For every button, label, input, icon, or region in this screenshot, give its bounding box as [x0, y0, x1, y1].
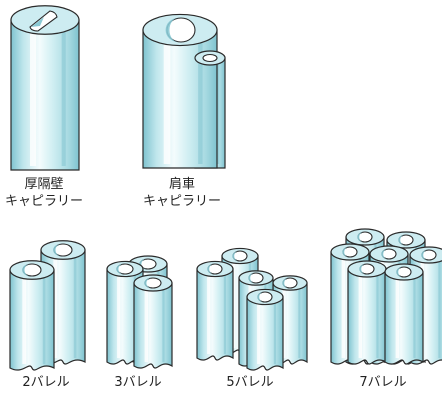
bore-shadow — [207, 264, 214, 274]
2-barrel-illustration — [9, 240, 86, 371]
7-barrel-illustration — [330, 228, 442, 365]
bore-opening — [202, 53, 218, 63]
tube-body — [246, 296, 284, 371]
tube-body — [196, 268, 234, 361]
label-line: 7バレル — [359, 375, 407, 390]
label-line: 3バレル — [114, 375, 162, 390]
bore-shadow — [421, 250, 428, 260]
label-thick-wall-capillary: 厚隔壁 キャピラリー — [0, 176, 88, 210]
bore-shadow — [357, 232, 364, 242]
bore-shadow — [396, 267, 403, 277]
bore-shadow — [342, 247, 349, 257]
bore-shadow — [248, 273, 255, 283]
label-line: 2バレル — [22, 375, 70, 390]
label-line: 厚隔壁 — [24, 177, 64, 192]
label-3-barrel: 3バレル — [98, 374, 178, 391]
label-line: キャピラリー — [142, 194, 221, 209]
bore-shadow — [22, 264, 31, 276]
bore-shadow — [165, 18, 179, 42]
bore-shadow — [359, 264, 366, 274]
bore-shadow — [398, 235, 405, 245]
tube-body — [384, 271, 424, 365]
label-shoulder-capillary: 肩車 キャピラリー — [138, 176, 226, 210]
tube-body — [9, 269, 55, 371]
thick-wall-capillary-illustration — [10, 5, 80, 171]
label-7-barrel: 7バレル — [338, 374, 428, 391]
label-2-barrel: 2バレル — [6, 374, 86, 391]
label-line: キャピラリー — [4, 194, 83, 209]
bore-shadow — [116, 264, 124, 274]
bore-shadow — [257, 292, 264, 302]
tube-body — [10, 19, 80, 171]
bore-shadow — [381, 249, 388, 259]
tube-body — [133, 282, 173, 369]
label-5-barrel: 5バレル — [200, 374, 300, 391]
shoulder-capillary-illustration — [142, 13, 226, 169]
bore-shadow — [144, 278, 152, 288]
label-line: 肩車 — [168, 177, 195, 192]
bore-shadow — [282, 278, 289, 288]
bore-shadow — [31, 17, 44, 27]
tube-body — [347, 268, 387, 365]
bore-shadow — [232, 251, 239, 261]
5-barrel-illustration — [196, 247, 308, 371]
bore-shadow — [53, 244, 62, 256]
3-barrel-illustration — [106, 255, 173, 369]
label-line: 5バレル — [226, 375, 274, 390]
